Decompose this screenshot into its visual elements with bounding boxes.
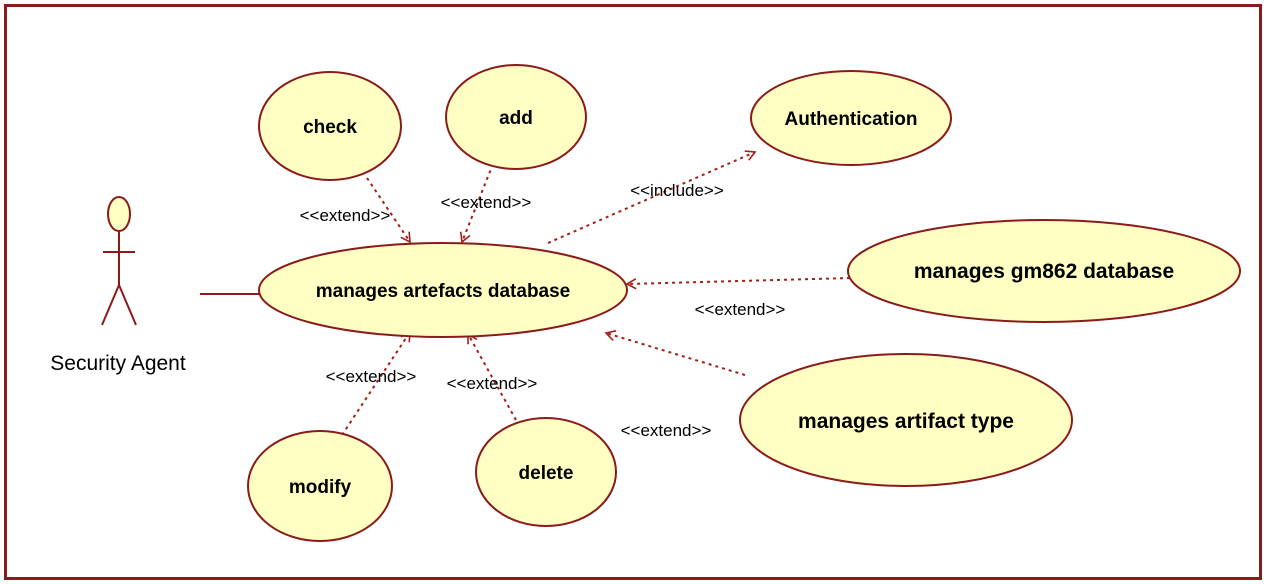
usecase-delete-label: delete [519,463,574,484]
usecase-manages-artifact-type[interactable]: manages artifact type [739,353,1073,487]
actor-left-leg [101,284,120,326]
usecase-modify[interactable]: modify [247,430,393,542]
artifact-type-extend-label: <<extend>> [621,421,712,440]
delete-extend-arrow [467,332,517,421]
modify-extend-label: <<extend>> [326,367,417,386]
usecase-add-label: add [499,108,533,129]
artifact-type-extend-arrow [604,330,746,376]
actor-right-leg [118,284,137,326]
add-extend-label: <<extend>> [441,193,532,212]
check-extend-label: <<extend>> [300,206,391,225]
gm862-extend-arrow [625,277,851,290]
usecase-authentication[interactable]: Authentication [750,70,952,166]
actor-head [107,196,131,232]
usecase-manages-artefacts-database[interactable]: manages artefacts database [258,242,628,338]
usecase-modify-label: modify [289,477,352,498]
usecase-manages-artifact-type-label: manages artifact type [798,410,1014,433]
actor-label: Security Agent [50,352,186,375]
usecase-manages-gm862-database-label: manages gm862 database [914,260,1174,283]
include-authentication-arrow [547,150,757,244]
usecase-authentication-label: Authentication [785,109,918,130]
usecase-manages-gm862-database[interactable]: manages gm862 database [847,219,1241,323]
actor-security-agent[interactable]: Security Agent [50,196,186,375]
usecase-check[interactable]: check [258,71,402,181]
usecase-manages-artefacts-database-label: manages artefacts database [316,281,571,302]
include-label: <<include>> [630,181,724,200]
usecase-add[interactable]: add [445,64,587,170]
delete-extend-label: <<extend>> [447,374,538,393]
check-extend-arrow [366,177,411,244]
usecase-delete[interactable]: delete [475,417,617,527]
gm862-extend-label: <<extend>> [695,300,786,319]
usecase-check-label: check [303,117,357,138]
